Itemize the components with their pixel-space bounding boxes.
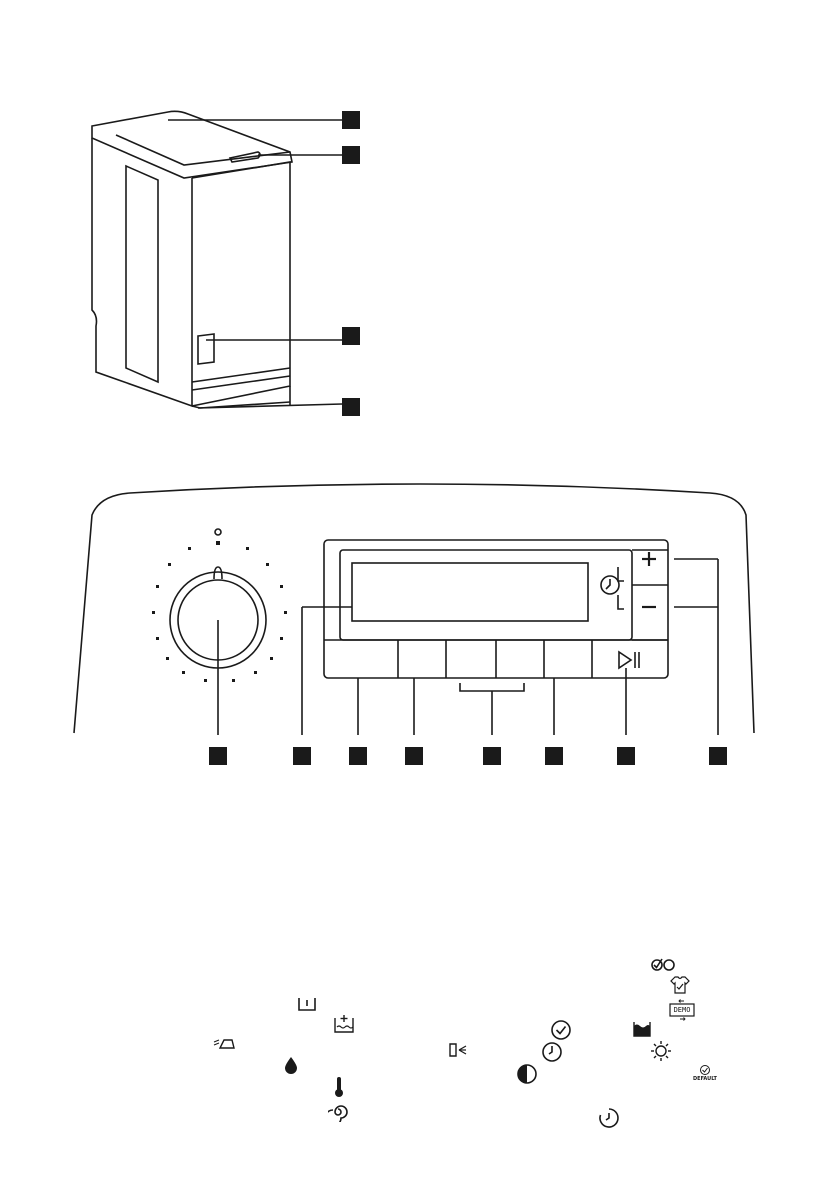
- panel-marker-4: [405, 747, 423, 765]
- silent-icon: [448, 1041, 470, 1059]
- brightness-icon: [650, 1040, 672, 1062]
- demo-icon: DEMO: [668, 998, 696, 1022]
- control-panel-drawing: [70, 475, 770, 735]
- time-icon: [541, 1041, 563, 1063]
- panel-marker-5: [483, 747, 501, 765]
- easy-iron-icon: [212, 1036, 236, 1050]
- callout-marker-2: [342, 146, 360, 164]
- symbols-area: DEMO DEFAULT: [0, 940, 840, 1140]
- delay-start-icon: [598, 1107, 620, 1129]
- rinse-hold-icon: [333, 1014, 355, 1034]
- door-locked-icon: [297, 996, 317, 1012]
- water-level-icon: [632, 1020, 652, 1038]
- spin-icon: [328, 1102, 348, 1122]
- demo-text: DEMO: [672, 1006, 692, 1014]
- panel-marker-2: [293, 747, 311, 765]
- panel-marker-6: [545, 747, 563, 765]
- stain-icon: [284, 1056, 298, 1074]
- default-text: DEFAULT: [688, 1076, 722, 1082]
- half-load-icon: [516, 1063, 538, 1085]
- callout-marker-3: [342, 327, 360, 345]
- default-check-icon: [699, 1064, 711, 1076]
- default-icon: DEFAULT: [688, 1064, 722, 1086]
- check-done-icon: [550, 1019, 572, 1041]
- panel-marker-3: [349, 747, 367, 765]
- callout-marker-1: [342, 111, 360, 129]
- shirt-icon: [669, 975, 691, 995]
- control-panel-figure: [70, 475, 770, 735]
- panel-marker-7: [617, 747, 635, 765]
- machine-figure: [80, 100, 380, 420]
- temperature-icon: [334, 1076, 344, 1098]
- callout-marker-4: [342, 398, 360, 416]
- panel-marker-1: [209, 747, 227, 765]
- machine-drawing: [80, 100, 380, 420]
- check-wash-icon: [650, 956, 676, 972]
- panel-marker-8: [709, 747, 727, 765]
